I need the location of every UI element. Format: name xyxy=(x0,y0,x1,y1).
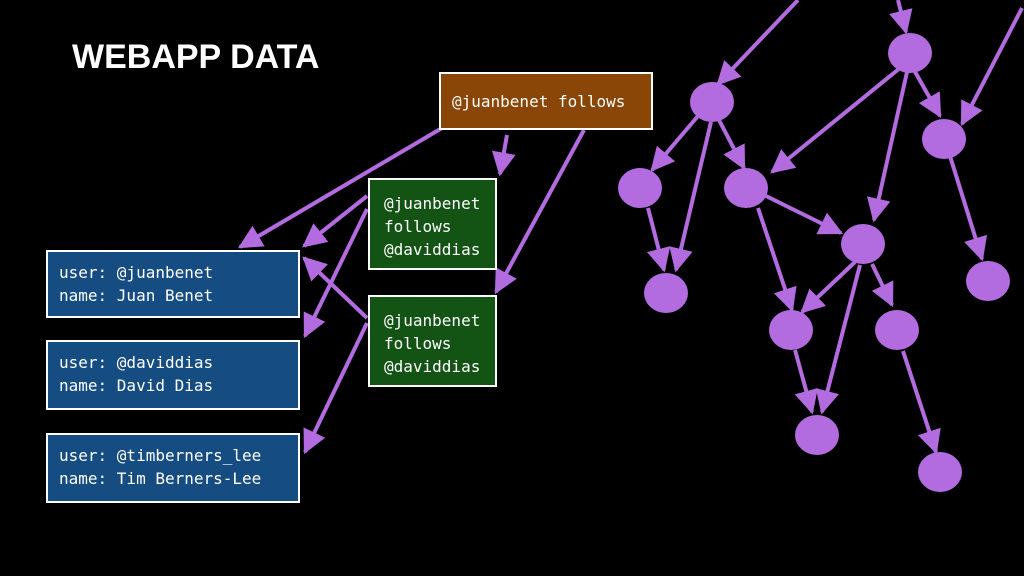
follow-object-2: @juanbenet follows @daviddias xyxy=(368,295,497,387)
graph-node-c xyxy=(724,168,768,208)
graph-arrow-c-g xyxy=(756,207,797,313)
arrow-root-to-follow-1 xyxy=(492,134,516,177)
graph-node-g xyxy=(769,310,813,350)
follow-object-1: @juanbenet follows @daviddias xyxy=(368,178,497,270)
graph-node-f xyxy=(841,224,885,264)
user-daviddias-name: name: David Dias xyxy=(59,376,214,395)
follow-object-2-line-1: @juanbenet xyxy=(384,311,481,330)
user-timberners-lee-handle: user: @timberners_lee xyxy=(59,446,262,465)
graph-node-k xyxy=(918,452,962,492)
arrow-follow-2-to-juanbenet xyxy=(302,256,369,320)
arrow-follow-2-to-timberners-lee xyxy=(303,322,369,455)
root-follows-text: @juanbenet follows xyxy=(452,92,626,111)
graph-node-h xyxy=(875,310,919,350)
graph-arrow-f-g xyxy=(800,260,857,314)
graph-arrow-in-2 xyxy=(889,0,913,35)
user-juanbenet-handle: user: @juanbenet xyxy=(59,263,214,282)
graph-node-d xyxy=(922,119,966,159)
follow-object-1-line-3: @daviddias xyxy=(384,240,481,259)
graph-arrow-top-c xyxy=(770,66,902,174)
graph-arrow-c-f xyxy=(763,193,844,235)
graph-node-e xyxy=(644,273,688,313)
arrow-root-to-follow-2 xyxy=(494,129,586,295)
graph-node-b xyxy=(618,168,662,208)
graph-arrow-a-b xyxy=(650,114,700,172)
user-daviddias-handle: user: @daviddias xyxy=(59,353,214,372)
graph-arrow-g-i xyxy=(793,349,818,415)
graph-arrow-f-h xyxy=(870,263,894,308)
graph-arrow-in-1 xyxy=(716,0,800,86)
user-object-daviddias: user: @daviddias name: David Dias xyxy=(46,340,300,410)
graph-arrow-top-f xyxy=(866,71,909,223)
user-timberners-lee-name: name: Tim Berners-Lee xyxy=(59,469,262,488)
follow-object-1-line-1: @juanbenet xyxy=(384,194,481,213)
follow-object-1-line-2: follows xyxy=(384,217,452,236)
graph-node-a xyxy=(690,82,734,122)
follow-object-2-line-2: follows xyxy=(384,334,452,353)
slide-title: WEBAPP DATA xyxy=(72,38,320,76)
graph-arrow-d-j xyxy=(948,155,988,262)
graph-node-i xyxy=(795,415,839,455)
user-object-timberners-lee: user: @timberners_lee name: Tim Berners-… xyxy=(46,433,300,503)
graph-arrow-a-e xyxy=(669,121,713,273)
user-object-juanbenet: user: @juanbenet name: Juan Benet xyxy=(46,250,300,318)
graph-arrow-a-c xyxy=(717,119,746,171)
graph-arrow-b-e xyxy=(646,207,671,273)
root-follows-object: @juanbenet follows xyxy=(439,72,653,130)
arrow-follow-1-to-daviddias xyxy=(303,208,369,339)
graph-arrow-top-d xyxy=(912,69,942,119)
graph-arrow-h-k xyxy=(901,350,941,455)
user-juanbenet-name: name: Juan Benet xyxy=(59,286,214,305)
graph-arrow-in-3 xyxy=(960,7,1024,127)
arrow-root-to-juanbenet xyxy=(237,126,444,249)
graph-arrow-f-i xyxy=(815,264,862,415)
graph-node-j xyxy=(966,261,1010,301)
arrow-follow-1-to-juanbenet xyxy=(302,194,369,248)
follow-object-2-line-3: @daviddias xyxy=(384,357,481,376)
graph-node-top xyxy=(888,33,932,73)
